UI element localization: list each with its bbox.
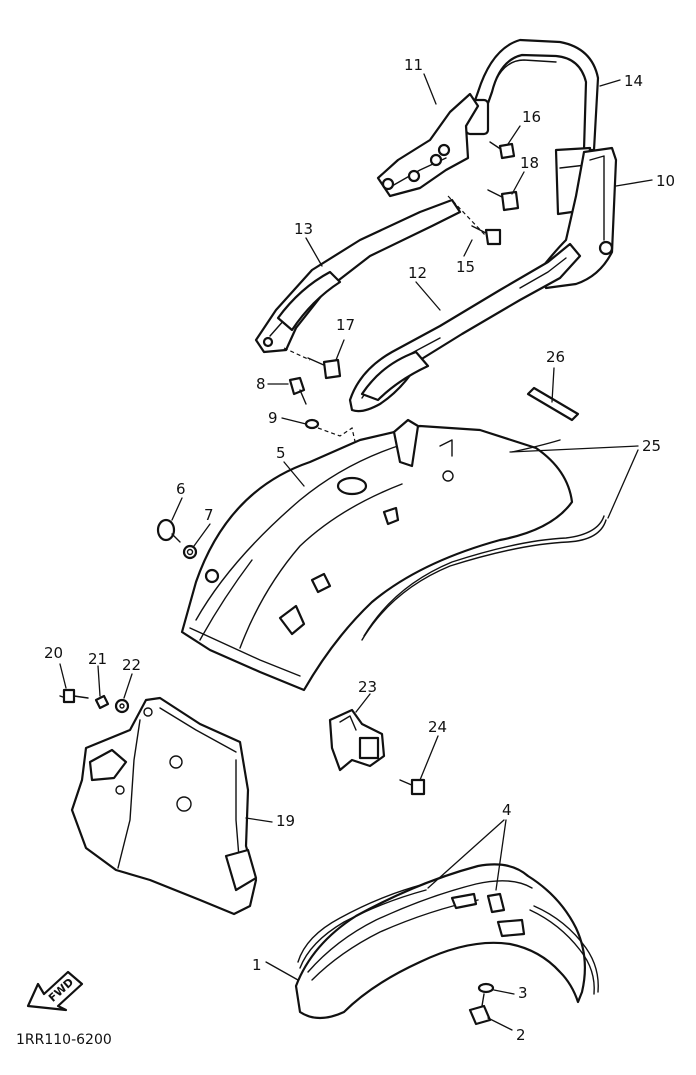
callout-9: 9 — [268, 409, 278, 427]
callout-22: 22 — [122, 656, 141, 674]
bolt-17-part — [307, 357, 342, 380]
leader-lines — [59, 73, 653, 1031]
callout-11: 11 — [404, 56, 423, 74]
washer-9-guide — [317, 427, 357, 447]
forward-direction-arrow-icon — [26, 970, 84, 1012]
callout-12: 12 — [408, 264, 427, 282]
bolt-6-part — [156, 518, 181, 543]
callout-6: 6 — [176, 480, 186, 498]
bolt-8-part — [288, 376, 307, 405]
callout-25: 25 — [642, 437, 661, 455]
callout-13: 13 — [294, 220, 313, 238]
callout-4: 4 — [502, 801, 512, 819]
bolt-2-part — [468, 993, 492, 1026]
diagram-code: 1RR110-6200 — [16, 1032, 112, 1048]
washer-3-part — [477, 982, 495, 994]
grommet-22-part — [114, 698, 130, 714]
callout-3: 3 — [518, 984, 528, 1002]
right-grab-rail-part — [348, 242, 582, 413]
callout-10: 10 — [656, 172, 675, 190]
callout-15: 15 — [456, 258, 475, 276]
nut-21-part — [94, 694, 110, 710]
rear-fender-part — [180, 418, 574, 692]
bolt-15-part — [471, 225, 502, 246]
callout-16: 16 — [522, 108, 541, 126]
bolt-17-guide — [283, 347, 311, 361]
bolt-16-part — [489, 141, 516, 160]
callout-7: 7 — [204, 506, 214, 524]
callout-1: 1 — [252, 956, 262, 974]
callout-21: 21 — [88, 650, 107, 668]
washer-9-part — [304, 418, 320, 430]
left-grab-rail-part — [254, 198, 462, 354]
callout-8: 8 — [256, 375, 266, 393]
bolt-18-part — [487, 189, 520, 212]
bolt-20-part — [59, 688, 89, 704]
strip-26-part — [526, 386, 580, 422]
screw-24-part — [399, 778, 426, 796]
callout-14: 14 — [624, 72, 643, 90]
callout-24: 24 — [428, 718, 447, 736]
bolt-15-guide — [447, 195, 487, 237]
callout-2: 2 — [516, 1026, 526, 1044]
callout-20: 20 — [44, 644, 63, 662]
callout-19: 19 — [276, 812, 295, 830]
trim-strip-4-part — [297, 883, 599, 995]
front-fender-part — [294, 863, 586, 1020]
trim-strip-25-part — [361, 439, 607, 641]
callout-18: 18 — [520, 154, 539, 172]
callout-26: 26 — [546, 348, 565, 366]
callout-23: 23 — [358, 678, 377, 696]
callout-17: 17 — [336, 316, 355, 334]
upper-bracket-part — [376, 92, 480, 198]
nut-7-part — [182, 544, 198, 560]
callout-5: 5 — [276, 444, 286, 462]
bracket-23-part — [328, 708, 386, 772]
inner-fender-part — [70, 696, 258, 916]
